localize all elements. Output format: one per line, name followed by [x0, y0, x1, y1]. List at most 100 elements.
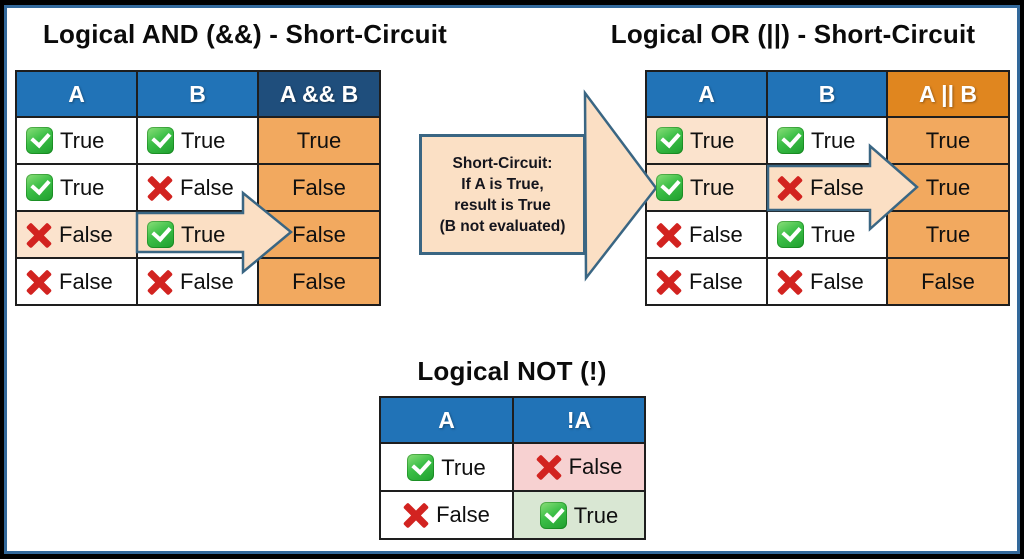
truth-cell: False — [512, 442, 646, 492]
cross-icon — [403, 502, 429, 528]
table-row: False True True — [645, 210, 1010, 259]
truth-cell: True — [136, 116, 259, 165]
truth-cell: True — [645, 116, 768, 165]
truth-cell: True — [766, 210, 888, 259]
column-header: A && B — [257, 70, 381, 118]
cell-label: True — [296, 127, 342, 153]
truth-cell: False — [136, 257, 259, 306]
cell-label: False — [292, 174, 346, 200]
table-row: True True True — [15, 116, 381, 165]
truth-cell: False — [886, 257, 1010, 306]
cross-icon — [147, 175, 173, 201]
check-icon — [656, 174, 683, 201]
truth-cell: False — [766, 163, 888, 212]
cell-label: False — [59, 268, 113, 294]
column-header: A || B — [886, 70, 1010, 118]
cell-label: True — [441, 454, 486, 480]
truth-cell: True — [15, 116, 138, 165]
check-icon — [26, 174, 53, 201]
check-icon — [656, 127, 683, 154]
cross-icon — [536, 454, 562, 480]
header-row: A!A — [379, 396, 646, 444]
cross-icon — [656, 269, 682, 295]
check-icon — [407, 453, 435, 481]
check-icon — [147, 221, 174, 248]
table-row: True False False — [15, 163, 381, 212]
callout-text-line: (B not evaluated) — [439, 217, 566, 235]
truth-cell: False — [136, 163, 259, 212]
table-row: True False — [379, 442, 646, 492]
cell-label: True — [925, 174, 971, 200]
cross-icon — [147, 269, 173, 295]
truth-cell: False — [645, 257, 768, 306]
cell-label: True — [811, 128, 856, 153]
cell-label: False — [59, 221, 113, 247]
cell-label: False — [292, 268, 346, 294]
check-icon — [26, 127, 53, 154]
and-section-title: Logical AND (&&) - Short-Circuit — [42, 19, 448, 49]
callout-text-line: If A is True, — [461, 175, 544, 193]
truth-cell: True — [886, 210, 1010, 259]
column-header: B — [766, 70, 888, 118]
cell-label: True — [690, 128, 735, 153]
truth-cell: True — [136, 210, 259, 259]
not-section-title: Logical NOT (!) — [417, 356, 607, 386]
truth-cell: True — [15, 163, 138, 212]
truth-cell: True — [766, 116, 888, 165]
check-icon — [147, 127, 174, 154]
table-row: True False True — [645, 163, 1010, 212]
cell-label: True — [690, 175, 735, 200]
cross-icon — [26, 269, 52, 295]
truth-cell: True — [886, 163, 1010, 212]
cell-label: False — [436, 502, 490, 527]
truth-cell: False — [15, 257, 138, 306]
cell-label: True — [60, 128, 105, 153]
truth-cell: False — [645, 210, 768, 259]
cell-label: True — [811, 222, 856, 247]
short-circuit-callout-box: Short-Circuit: If A is True, result is T… — [419, 134, 586, 255]
check-icon — [777, 221, 804, 248]
cell-label: False — [810, 174, 864, 200]
cell-label: False — [689, 221, 743, 247]
cell-label: True — [573, 502, 619, 528]
truth-cell: True — [379, 442, 514, 492]
truth-cell: True — [645, 163, 768, 212]
or-section-title: Logical OR (||) - Short-Circuit — [610, 19, 976, 49]
truth-cell: False — [257, 163, 381, 212]
table-row: False False False — [15, 257, 381, 306]
cell-label: False — [180, 174, 234, 200]
cell-label: False — [568, 454, 623, 479]
table-row: False True — [379, 490, 646, 540]
check-icon — [539, 501, 567, 529]
callout-text-line: Short-Circuit: — [452, 154, 553, 172]
cell-label: True — [925, 221, 971, 247]
truth-cell: False — [15, 210, 138, 259]
cell-label: False — [810, 268, 864, 294]
column-header: A — [379, 396, 514, 444]
cross-icon — [777, 175, 803, 201]
column-header: !A — [512, 396, 646, 444]
cell-label: False — [180, 268, 234, 294]
cell-label: True — [60, 175, 105, 200]
truth-cell: True — [512, 490, 646, 540]
callout-text-line: result is True — [454, 196, 551, 214]
truth-cell: False — [257, 257, 381, 306]
cross-icon — [656, 222, 682, 248]
cross-icon — [26, 222, 52, 248]
truth-cell: False — [257, 210, 381, 259]
table-row: False True False — [15, 210, 381, 259]
cell-label: True — [181, 222, 226, 247]
cell-label: True — [925, 127, 971, 153]
truth-cell: False — [766, 257, 888, 306]
column-header: A — [645, 70, 768, 118]
cell-label: True — [181, 128, 226, 153]
truth-cell: True — [257, 116, 381, 165]
column-header: A — [15, 70, 138, 118]
cell-label: False — [292, 221, 346, 247]
table-row: True True True — [645, 116, 1010, 165]
cell-label: False — [921, 268, 975, 294]
